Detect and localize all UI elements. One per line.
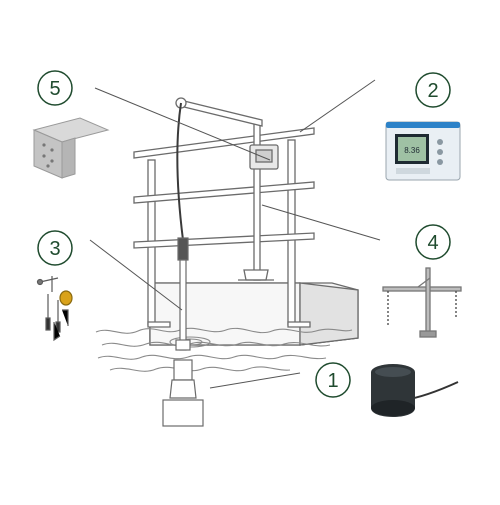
weather-protection-cover [32,117,110,179]
railing [133,127,315,328]
chain-mounting-bracket [382,267,462,338]
callout-5: 5 [37,70,73,106]
leader-line-2 [299,79,376,133]
callout-3-number: 3 [49,238,60,260]
sensor-cable [176,102,184,241]
callout-5-number: 5 [49,78,60,100]
leader-line-5 [94,87,271,161]
callout-2: 2 [415,72,451,108]
probe [162,237,204,427]
callout-1-number: 1 [327,370,338,392]
transmitter-device: 8.36 [385,121,461,181]
leader-line-3 [89,239,183,311]
callout-2-number: 2 [427,80,438,102]
float-switch-accessories [36,276,73,342]
ultrasonic-sensor [371,364,459,417]
water-surface [95,327,353,372]
callout-4: 4 [415,224,451,260]
leader-line-4 [261,204,381,241]
leader-line-1 [209,372,301,389]
callout-3: 3 [37,230,73,266]
callout-4-number: 4 [427,232,438,254]
leader-lines [89,79,381,389]
transmitter-display-value: 8.36 [404,146,420,155]
callout-1: 1 [315,362,351,398]
